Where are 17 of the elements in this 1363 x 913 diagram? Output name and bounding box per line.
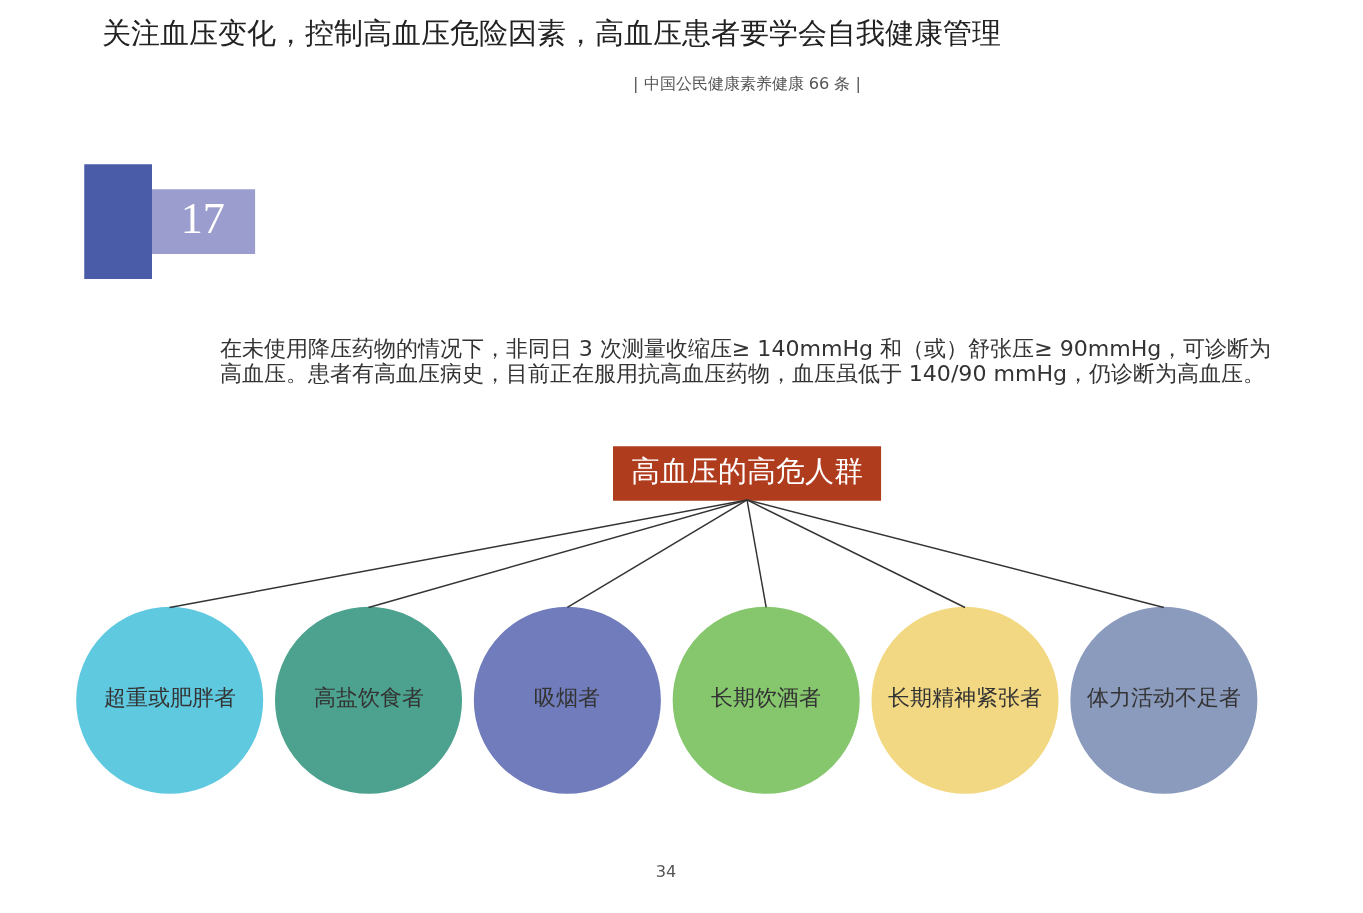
label: 34 [655,861,677,881]
connector [746,499,966,609]
node-circle: 高盐饮食者 [275,606,463,794]
diagram-title: 关注血压变化，控制高血压危险因素，高血压患者要学会自我健康管理 [101,16,1001,51]
connector [566,499,748,609]
node-circle: 体力活动不足者 [1070,606,1258,794]
label: 在未使用降压药物的情况下，非同日 3 次测量收缩压≥ 140mmHg 和（或）舒张压≥ 90mmHg，可诊断为高血压。患者有高血压病史，目前正在服用抗高血压药物，血压虽低于 140/90 mmHg，仍诊断为高血压。 [219,334,1272,386]
node-circle: 吸烟者 [473,606,661,794]
connector [746,499,767,609]
node-circle: 长期饮酒者 [672,606,860,794]
label: | 中国公民健康素养健康 66 条 | [633,73,862,93]
connector [168,499,748,609]
connector [367,499,748,609]
node-circle: 长期精神紧张者 [871,606,1059,794]
connector [746,499,1165,609]
node-circle: 超重或肥胖者 [76,606,264,794]
node-box: 高血压的高危人群 [613,446,882,501]
